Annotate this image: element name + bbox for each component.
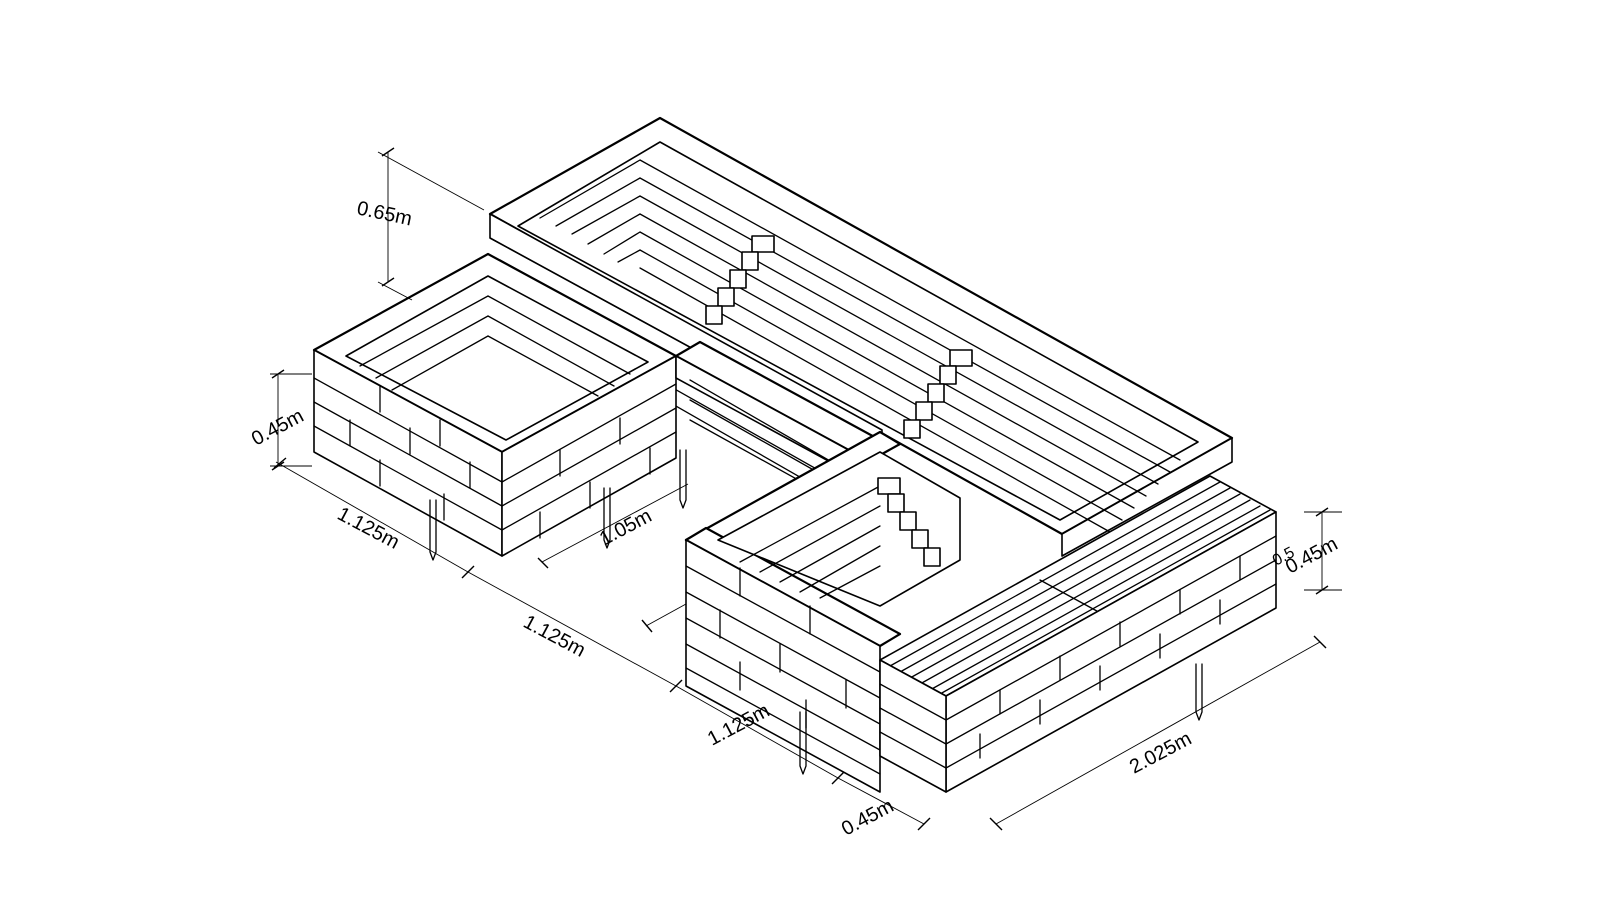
dim-length-mid: 1.125m [520, 611, 589, 662]
dim-depth-front: 0.45m [838, 795, 897, 841]
tall-planter-inner-opening [517, 141, 1199, 521]
bench-stake [1195, 663, 1203, 721]
front-planter [684, 430, 961, 793]
tall-planter-right-wall [1061, 437, 1233, 557]
dim-height-tall: 0.65m [355, 197, 414, 230]
front-planter-stake [799, 711, 807, 775]
partition-bracket-1 [705, 235, 775, 325]
middle-wall [674, 340, 882, 513]
partition-bracket-2 [903, 349, 973, 439]
dim-width-left: 1.125m [334, 503, 403, 554]
tall-planter [488, 116, 1234, 557]
left-low-planter [312, 252, 687, 561]
dim-depth-inner: 1.05m [596, 505, 655, 551]
bench [879, 475, 1277, 793]
dimension-lines [270, 147, 1342, 831]
bench-slats [889, 481, 1271, 695]
front-planter-front-wall [685, 539, 881, 793]
front-planter-inner-courses [739, 485, 881, 599]
left-planter-stakes [429, 449, 687, 561]
left-planter-inner-opening [345, 275, 649, 441]
front-planter-front-courses [685, 565, 881, 775]
partition-bracket-3 [877, 477, 941, 567]
dim-length-bench: 2.025m [1126, 728, 1195, 779]
left-planter-front-courses [313, 377, 503, 531]
left-planter-right-courses [501, 383, 677, 539]
left-planter-inner-courses [359, 295, 631, 397]
bench-front-courses [945, 535, 1277, 769]
